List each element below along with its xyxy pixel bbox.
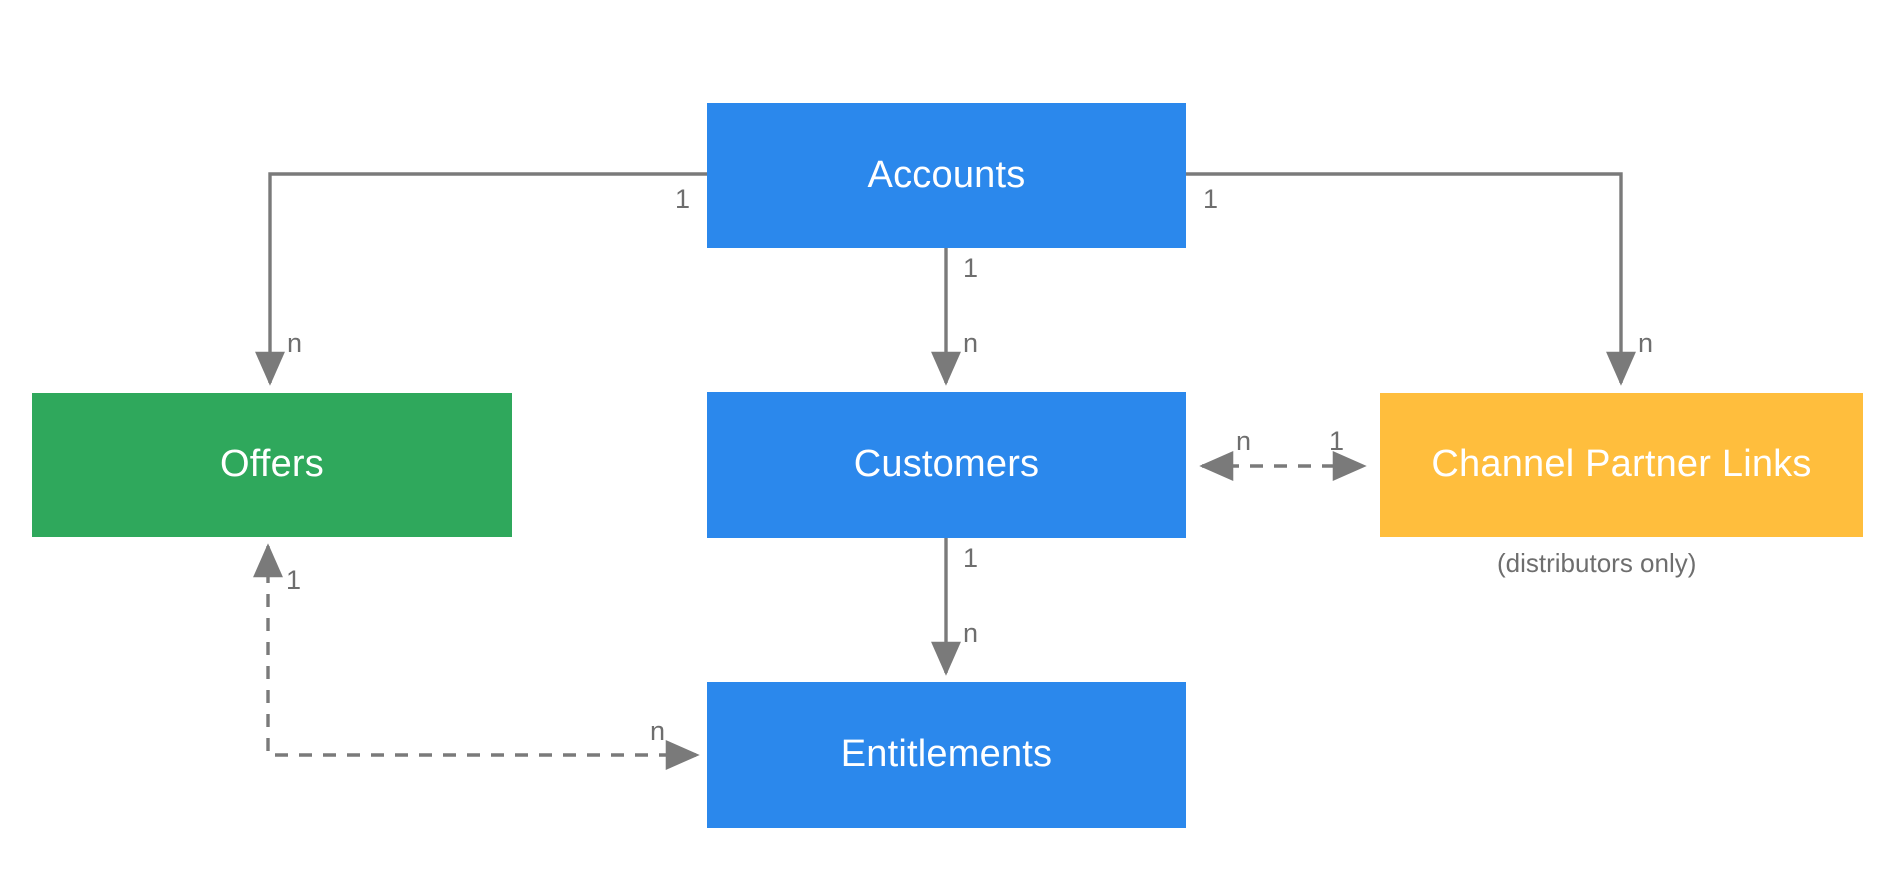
node-offers-label: Offers <box>220 443 324 486</box>
edge-offers-entitlements <box>253 543 700 770</box>
label-accounts-offers-one: 1 <box>675 184 691 214</box>
label-accounts-offers-many: n <box>287 328 303 358</box>
node-entitlements-label: Entitlements <box>840 733 1053 776</box>
node-customers[interactable]: Customers <box>707 392 1186 538</box>
node-customers-label: Customers <box>853 443 1040 486</box>
node-accounts-label: Accounts <box>867 153 1026 196</box>
label-customers-entitlements-many: n <box>963 618 979 648</box>
label-customers-cpl-one: 1 <box>1329 426 1345 456</box>
node-channel-partner-links[interactable]: Channel Partner Links <box>1380 393 1863 537</box>
node-offers[interactable]: Offers <box>32 393 512 537</box>
label-accounts-cpl-many: n <box>1638 328 1654 358</box>
edge-accounts-cpl <box>1186 172 1636 386</box>
label-offers-entitlements-many: n <box>650 716 666 746</box>
note-distributors-only: (distributors only) <box>1497 548 1697 578</box>
label-accounts-cpl-one: 1 <box>1203 184 1219 214</box>
node-accounts[interactable]: Accounts <box>707 103 1186 248</box>
node-channel-partner-links-label: Channel Partner Links <box>1431 443 1812 486</box>
edge-accounts-offers <box>255 172 707 386</box>
label-customers-entitlements-one: 1 <box>963 543 979 573</box>
label-accounts-customers-one: 1 <box>963 253 979 283</box>
label-offers-entitlements-one: 1 <box>286 565 302 595</box>
node-entitlements[interactable]: Entitlements <box>707 682 1186 828</box>
label-customers-cpl-many: n <box>1236 426 1252 456</box>
label-accounts-customers-many: n <box>963 328 979 358</box>
